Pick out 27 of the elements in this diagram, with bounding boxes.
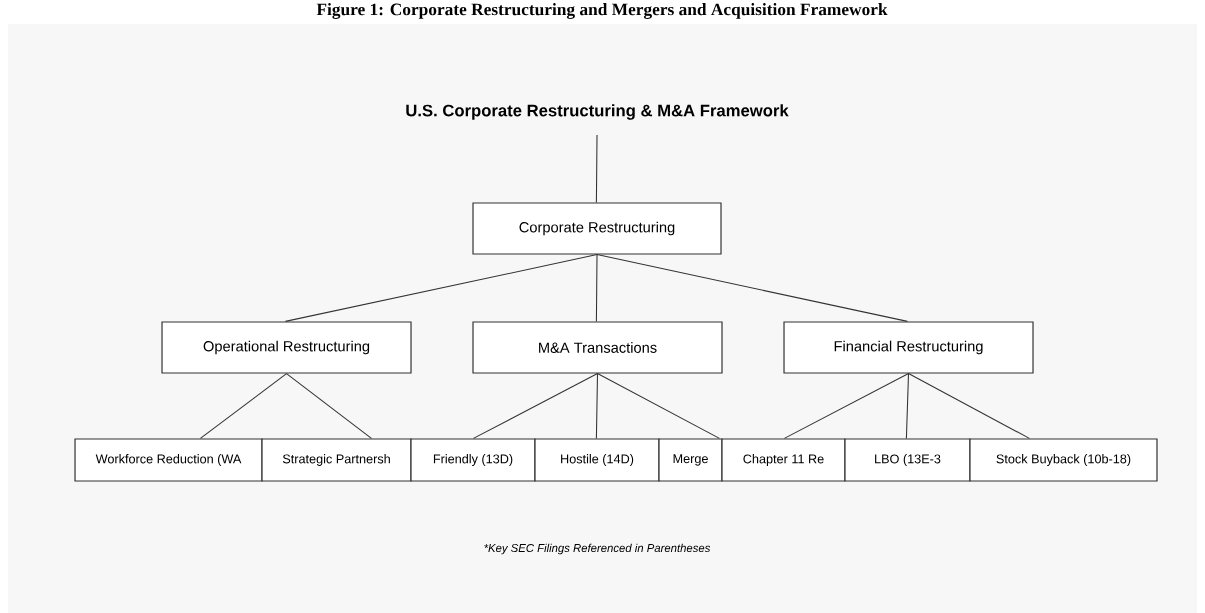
connector-line — [783, 373, 910, 439]
category-box: LBO (13E-3 — [844, 438, 971, 482]
connector-line — [908, 373, 1030, 439]
connector-line — [905, 373, 910, 439]
connector-line — [595, 373, 599, 439]
connector-line — [595, 254, 598, 322]
category-box: Workforce Reduction (WA — [74, 438, 263, 482]
connector-line — [284, 254, 598, 322]
connector-line — [472, 373, 599, 439]
category-box: Stock Buyback (10b-18) — [969, 438, 1158, 482]
connector-line — [286, 373, 372, 439]
category-box: Merge — [658, 438, 723, 482]
diagram-title: U.S. Corporate Restructuring & M&A Framework — [406, 104, 789, 120]
connector-line — [596, 373, 720, 439]
connector-line — [596, 254, 908, 322]
category-box: M&A Transactions — [472, 321, 723, 374]
connector-line — [595, 134, 598, 203]
category-box: Chapter 11 Re — [721, 438, 846, 482]
footnote: *Key SEC Filings Referenced in Parentheses — [484, 543, 711, 555]
category-box: Corporate Restructuring — [472, 202, 722, 255]
figure-caption: Figure 1: Corporate Restructuring and Mergers and Acquisition Framework — [316, 3, 888, 19]
category-box: Friendly (13D) — [410, 438, 536, 482]
category-box: Strategic Partnersh — [261, 438, 412, 482]
category-box: Operational Restructuring — [161, 321, 412, 374]
category-box: Hostile (14D) — [534, 438, 660, 482]
connector-line — [199, 373, 288, 439]
category-box: Financial Restructuring — [783, 321, 1034, 374]
